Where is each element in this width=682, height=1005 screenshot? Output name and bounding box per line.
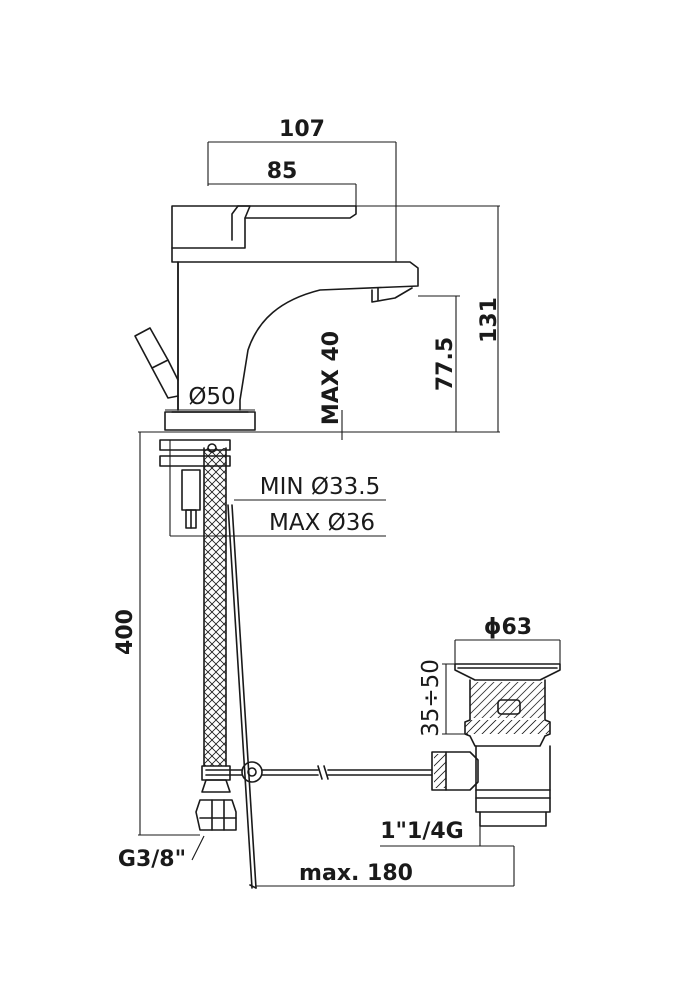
dim-hose-length: 400: [113, 609, 138, 655]
popup-drain: [431, 663, 561, 827]
connection-rod: [205, 761, 433, 783]
dim-overall-depth: 107: [279, 117, 325, 142]
dim-spout-reach: 85: [267, 159, 298, 184]
dim-max-hole-diameter: MAX Ø36: [269, 510, 375, 536]
dim-total-height: 131: [477, 297, 502, 343]
dim-drain-diameter: ϕ63: [484, 615, 532, 640]
popup-rod: [227, 504, 257, 889]
braided-hose: [195, 447, 237, 831]
dim-min-hole-diameter: MIN Ø33.5: [260, 474, 380, 500]
dim-rod-max-length: max. 180: [299, 861, 413, 886]
dim-spout-height: 77.5: [433, 337, 458, 391]
dim-base-diameter: Ø50: [188, 384, 235, 410]
dim-drain-thread: 1"1/4G: [380, 819, 463, 844]
dim-drain-range: 35÷50: [418, 659, 444, 737]
dim-hose-connection: G3/8": [118, 847, 186, 872]
dimension-lines: [138, 141, 561, 887]
dim-max-deck-thickness: MAX 40: [319, 331, 344, 425]
faucet-body: [134, 205, 419, 431]
mounting-kit: [159, 439, 231, 529]
side-lever: [134, 327, 179, 399]
